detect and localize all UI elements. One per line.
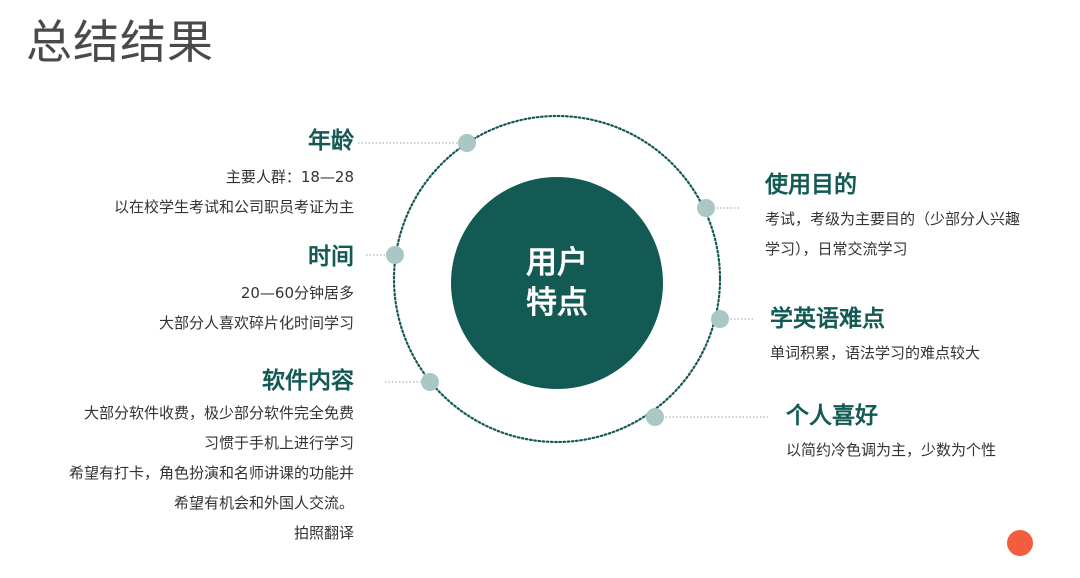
feature-heading: 学英语难点	[770, 306, 885, 332]
feature-text: 学习），日常交流学习	[765, 240, 908, 258]
node-software	[421, 373, 439, 391]
outer-dotted-ring	[392, 114, 722, 444]
node-difficulty	[711, 310, 729, 328]
center-label-line2: 特点	[526, 285, 588, 321]
feature-text: 希望有机会和外国人交流。	[173, 494, 354, 512]
feature-text: 20—60分钟居多	[240, 284, 354, 302]
feature-software-content: 软件内容 大部分软件收费，极少部分软件完全免费 习惯于手机上进行学习 希望有打卡…	[69, 366, 354, 548]
node-purpose	[697, 199, 715, 217]
feature-personal-preference: 个人喜好 以简约冷色调为主，少数为个性	[786, 401, 996, 465]
orange-dot-icon	[1007, 530, 1033, 556]
feature-heading: 时间	[308, 244, 354, 270]
feature-text: 习惯于手机上进行学习	[203, 434, 354, 452]
feature-text: 考试，考级为主要目的（少部分人兴趣	[765, 210, 1021, 228]
node-preference	[646, 408, 664, 426]
feature-heading: 个人喜好	[786, 403, 878, 429]
feature-heading: 软件内容	[262, 368, 354, 394]
feature-learning-difficulty: 学英语难点 单词积累，语法学习的难点较大	[770, 304, 980, 368]
feature-text: 拍照翻译	[293, 524, 354, 542]
feature-text: 大部分软件收费，极少部分软件完全免费	[83, 404, 354, 422]
feature-text: 希望有打卡，角色扮演和名师讲课的功能并	[68, 464, 354, 482]
feature-text: 单词积累，语法学习的难点较大	[770, 344, 981, 362]
center-label-line1: 用户	[526, 245, 588, 281]
feature-time: 时间 20—60分钟居多 大部分人喜欢碎片化时间学习	[159, 242, 354, 338]
feature-text: 以在校学生考试和公司职员考证为主	[113, 198, 354, 216]
feature-text: 以简约冷色调为主，少数为个性	[786, 441, 997, 459]
center-label: 用户 特点	[451, 177, 663, 389]
page-title: 总结结果	[26, 15, 214, 69]
feature-text: 大部分人喜欢碎片化时间学习	[158, 314, 354, 332]
node-time	[386, 246, 404, 264]
center-circle	[451, 177, 663, 389]
feature-text: 主要人群：18—28	[225, 168, 354, 186]
feature-heading: 使用目的	[765, 172, 857, 198]
feature-age: 年龄 主要人群：18—28 以在校学生考试和公司职员考证为主	[114, 126, 354, 222]
feature-purpose: 使用目的 考试，考级为主要目的（少部分人兴趣 学习），日常交流学习	[765, 170, 1020, 264]
node-age	[458, 134, 476, 152]
feature-heading: 年龄	[308, 128, 354, 154]
